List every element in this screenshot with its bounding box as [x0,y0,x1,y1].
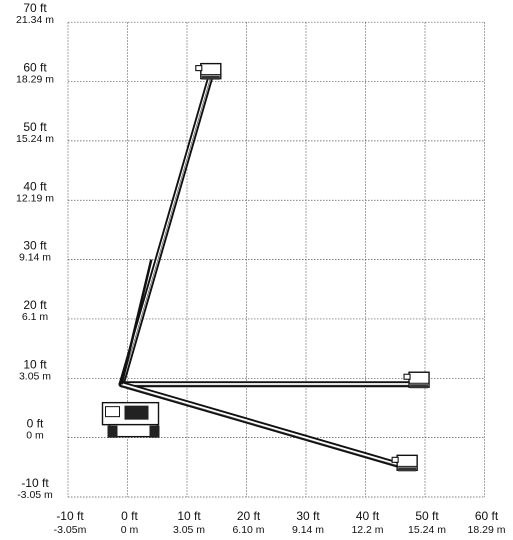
x-tick-label-ft: 20 ft [237,509,261,523]
engine-panel [105,406,120,418]
y-tick-label-ft: 40 ft [23,179,47,193]
x-tick-label-ft: 10 ft [177,509,201,523]
y-tick-label-m: 0 m [26,430,44,442]
platform-basket [391,454,418,472]
x-tick-label-ft: -10 ft [56,509,84,523]
y-tick-label-ft: 20 ft [23,298,47,312]
tire-left [107,425,118,438]
y-tick-label-ft: -10 ft [21,476,49,490]
x-tick-label-ft: 30 ft [296,509,320,523]
y-tick-label-m: 9.14 m [19,252,51,264]
boom-link [120,259,153,385]
platform-basket [195,62,222,80]
x-tick-label-m: 3.05 m [173,524,205,536]
boom-position [118,381,423,388]
x-tick-label-m: 18.29 m [468,524,506,536]
y-tick-label-m: 6.1 m [22,311,49,323]
x-axis-labels: -10 ft-3.05m 0 ft0 m 10 ft3.05 m 20 ft6.10 … [54,509,506,536]
y-tick-label-m: 21.34 m [16,14,54,26]
y-tick-label-ft: 0 ft [27,417,44,431]
y-tick-label-m: 3.05 m [19,370,51,382]
boom-position [118,381,411,471]
y-tick-label-ft: 60 ft [23,61,47,75]
y-tick-label-ft: 50 ft [23,120,47,134]
x-tick-label-m: 12.2 m [351,524,383,536]
machine-base [101,401,160,438]
x-tick-label-ft: 0 ft [121,509,138,523]
y-tick-label-ft: 10 ft [23,357,47,371]
platform-basket [403,371,430,389]
grid [67,21,485,498]
y-tick-label-m: 12.19 m [16,192,54,204]
boom-positions [118,62,430,472]
y-tick-label-ft: 30 ft [23,239,47,253]
x-tick-label-m: 15.24 m [408,524,446,536]
boom-position [118,72,214,388]
x-tick-label-m: 9.14 m [292,524,324,536]
x-tick-label-ft: 40 ft [356,509,380,523]
x-tick-label-m: 6.10 m [232,524,264,536]
y-tick-label-ft: 70 ft [23,1,47,15]
x-tick-label-m: 0 m [121,524,139,536]
x-tick-label-ft: 60 ft [475,509,499,523]
y-tick-label-m: 15.24 m [16,133,54,145]
y-tick-label-m: -3.05 m [17,489,53,501]
tire-right [149,425,160,438]
x-tick-label-ft: 50 ft [415,509,439,523]
counterweight [124,405,149,420]
y-tick-label-m: 18.29 m [16,74,54,86]
x-tick-label-m: -3.05m [54,524,87,536]
